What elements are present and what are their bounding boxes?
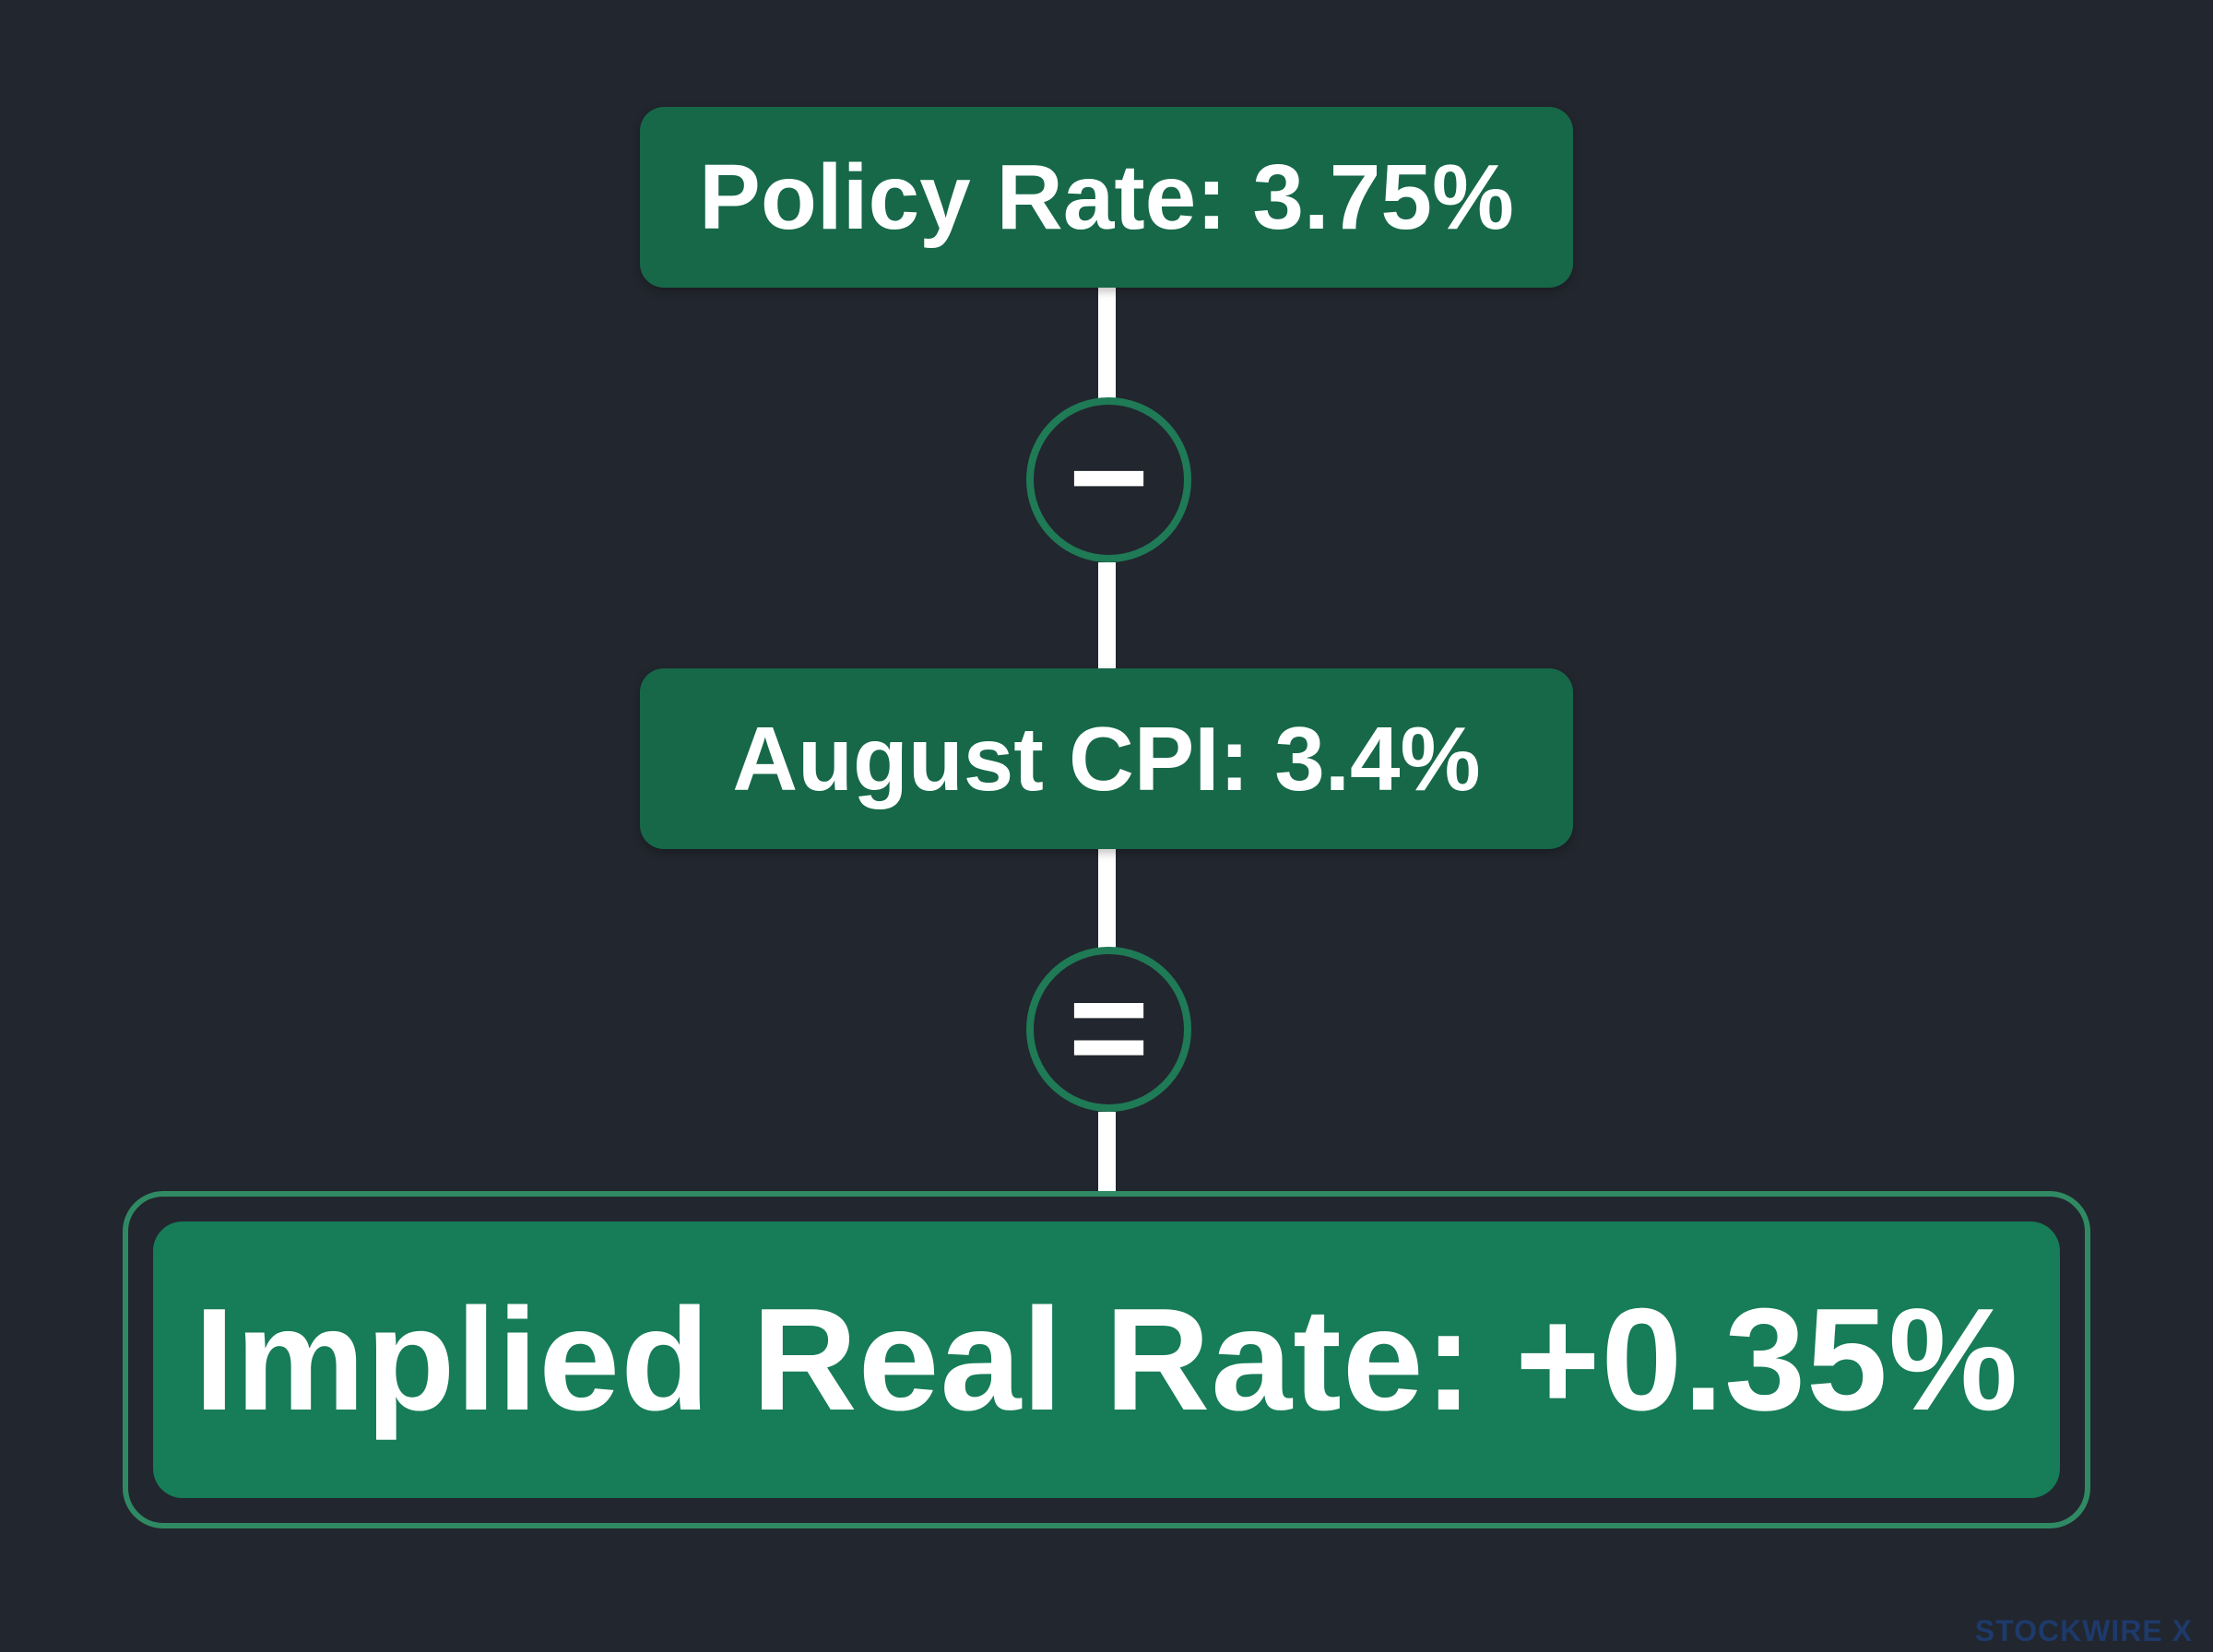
minus-operator-icon: − bbox=[1026, 397, 1191, 562]
equals-symbol: = bbox=[1068, 949, 1150, 1104]
connector-line-lower-middle bbox=[1098, 849, 1116, 948]
watermark-logo: STOCKWIRE X bbox=[1974, 1614, 2193, 1647]
implied-real-rate-box: Implied Real Rate: +0.35% bbox=[153, 1221, 2060, 1498]
connector-line-bottom bbox=[1098, 1112, 1116, 1193]
implied-real-rate-label: Implied Real Rate: +0.35% bbox=[194, 1278, 2019, 1441]
connector-line-upper-middle bbox=[1098, 562, 1116, 668]
august-cpi-box: August CPI: 3.4% bbox=[640, 668, 1573, 849]
policy-rate-box: Policy Rate: 3.75% bbox=[640, 107, 1573, 288]
equals-operator-icon: = bbox=[1026, 947, 1191, 1112]
connector-line-top bbox=[1098, 288, 1116, 398]
august-cpi-label: August CPI: 3.4% bbox=[732, 707, 1481, 809]
result-outline bbox=[123, 1191, 2090, 1528]
minus-symbol: − bbox=[1068, 398, 1150, 554]
policy-rate-label: Policy Rate: 3.75% bbox=[699, 145, 1514, 249]
